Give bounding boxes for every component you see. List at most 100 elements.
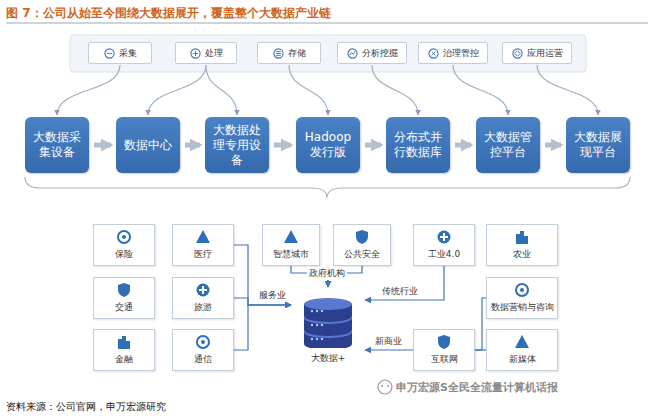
industry-box: 工业4.0: [413, 224, 475, 266]
icon-ring: [118, 231, 130, 243]
connector: [94, 143, 111, 148]
icon-ring: [516, 284, 528, 296]
stage-box: 存储: [257, 42, 321, 64]
stage-icon: [512, 48, 523, 59]
industry-icon: [514, 334, 530, 350]
node-text: 数据中心: [124, 138, 172, 153]
node-text: 农业: [513, 248, 531, 261]
icon-ring: [190, 48, 199, 57]
disk-light: [316, 323, 318, 325]
product-box: Hadoop发行版: [296, 117, 360, 173]
stage-icon: [190, 48, 201, 59]
icon-cross: [440, 233, 448, 241]
disk-bottom: [304, 310, 352, 322]
database-icon: [300, 296, 356, 348]
icon-shield: [118, 283, 130, 297]
disk-light: [316, 337, 318, 339]
industry-box: 交通: [93, 277, 155, 319]
node-text: 大数据采集设备: [29, 130, 85, 160]
brace: [25, 177, 630, 198]
connector: [206, 65, 237, 115]
node-text: 旅游: [194, 301, 212, 314]
industry-box: 旅游: [172, 277, 234, 319]
node-text: 存储: [288, 47, 306, 60]
node-text: 大数据+: [311, 352, 346, 365]
connector: [475, 298, 486, 350]
connector: [372, 65, 418, 115]
connector: [185, 143, 200, 148]
icon-shield: [438, 335, 450, 349]
industry-box: 保险: [93, 224, 155, 266]
connector-label: 政府机构: [307, 267, 347, 280]
connector: [289, 65, 328, 115]
icon-triangle: [196, 230, 210, 243]
node-text: 新媒体: [509, 353, 536, 366]
product-box: 大数据采集设备: [25, 117, 89, 173]
industry-icon: [116, 334, 132, 350]
industry-icon: [354, 229, 370, 245]
industry-box: 农业: [486, 224, 558, 266]
icon-triangle: [284, 230, 298, 243]
industry-box: 数据营销与咨询: [486, 277, 558, 319]
stage-icon: [104, 48, 115, 59]
node-text: 交通: [115, 301, 133, 314]
icon-glyph: [349, 50, 355, 55]
industry-box: 互联网: [413, 329, 475, 371]
source-note: 资料来源：公司官网，申万宏源研究: [6, 400, 166, 414]
industry-icon: [116, 282, 132, 298]
bigdata-hub: 大数据+: [292, 288, 364, 372]
node-text: 采集: [119, 47, 137, 60]
industry-icon: [436, 229, 452, 245]
industry-box: 公共安全: [333, 224, 391, 266]
icon-ring: [104, 48, 113, 57]
icon-disc: [438, 231, 451, 244]
node-text: 分布式并行数据库: [390, 130, 446, 160]
stage-box: 采集: [88, 42, 152, 64]
icon-disc: [197, 284, 210, 297]
node-text: 互联网: [431, 353, 458, 366]
wechat-icon-dot: [387, 385, 389, 387]
node-text: Hadoop发行版: [300, 130, 356, 160]
disk-bottom: [304, 338, 352, 348]
disk-light: [311, 337, 313, 339]
icon-building: [118, 336, 130, 349]
node-text: 金融: [115, 353, 133, 366]
icon-triangle: [515, 335, 529, 348]
node-text: 大数据管控平台: [480, 130, 536, 160]
stage-icon: [347, 48, 358, 59]
connector-label: 服务业: [257, 289, 288, 302]
node-text: 通信: [194, 353, 212, 366]
connector-label: 新商业: [373, 335, 404, 348]
connector: [537, 65, 598, 115]
title-rule: [6, 23, 648, 24]
stage-box: 应用运营: [502, 42, 572, 64]
connector: [234, 305, 291, 350]
node-text: 大数据处理专用设备: [209, 123, 265, 168]
product-box: 分布式并行数据库: [386, 117, 450, 173]
icon-dot: [201, 340, 205, 344]
industry-icon: [195, 282, 211, 298]
icon-ring: [273, 48, 282, 57]
node-text: 公共安全: [344, 248, 380, 261]
industry-icon: [514, 229, 530, 245]
disk-light: [311, 323, 313, 325]
connector: [475, 349, 486, 350]
product-box: 大数据展现平台: [566, 117, 630, 173]
industry-icon: [195, 229, 211, 245]
disk-light: [321, 337, 323, 339]
connector: [57, 65, 120, 115]
wechat-icon: [378, 380, 392, 394]
industry-icon: [436, 334, 452, 350]
industry-box: 新媒体: [486, 329, 558, 371]
icon-ring: [512, 48, 521, 57]
stage-icon: [273, 48, 284, 59]
connector: [455, 143, 471, 148]
node-text: 保险: [115, 248, 133, 261]
connector-label: 传统行业: [380, 285, 420, 298]
node-text: 智慧城市: [273, 248, 309, 261]
connector: [453, 65, 508, 115]
icon-shield: [356, 230, 368, 244]
industry-box: 金融: [93, 329, 155, 371]
industry-box: 通信: [172, 329, 234, 371]
connector: [148, 65, 206, 115]
